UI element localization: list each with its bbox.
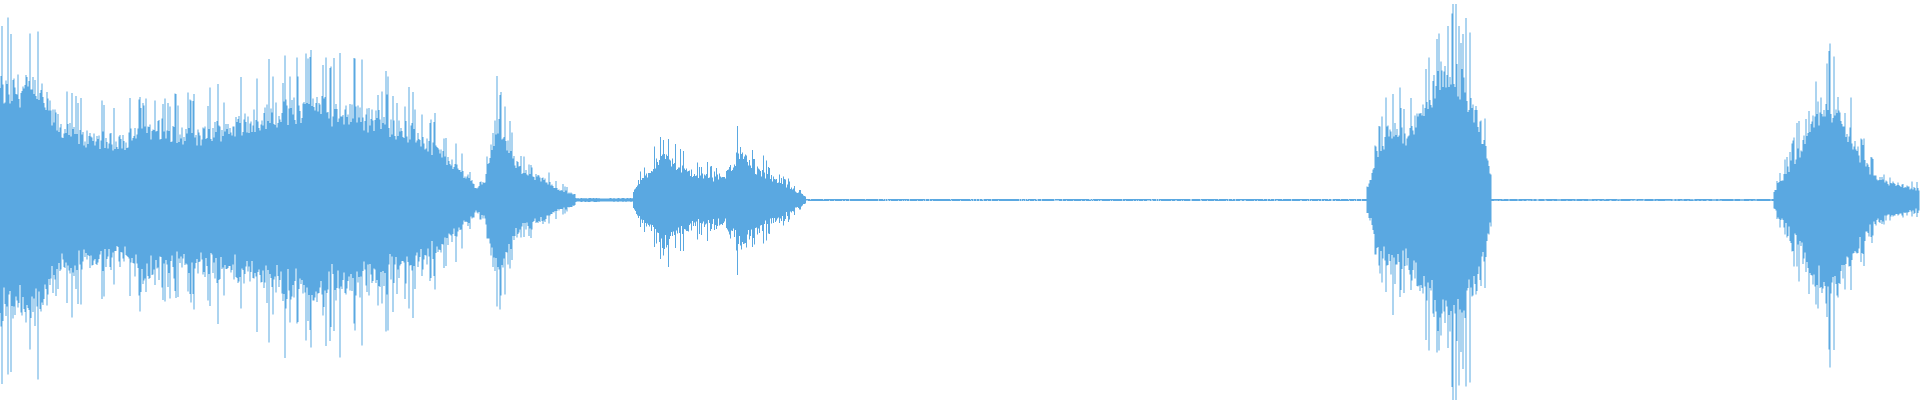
waveform-trace (0, 4, 1920, 400)
